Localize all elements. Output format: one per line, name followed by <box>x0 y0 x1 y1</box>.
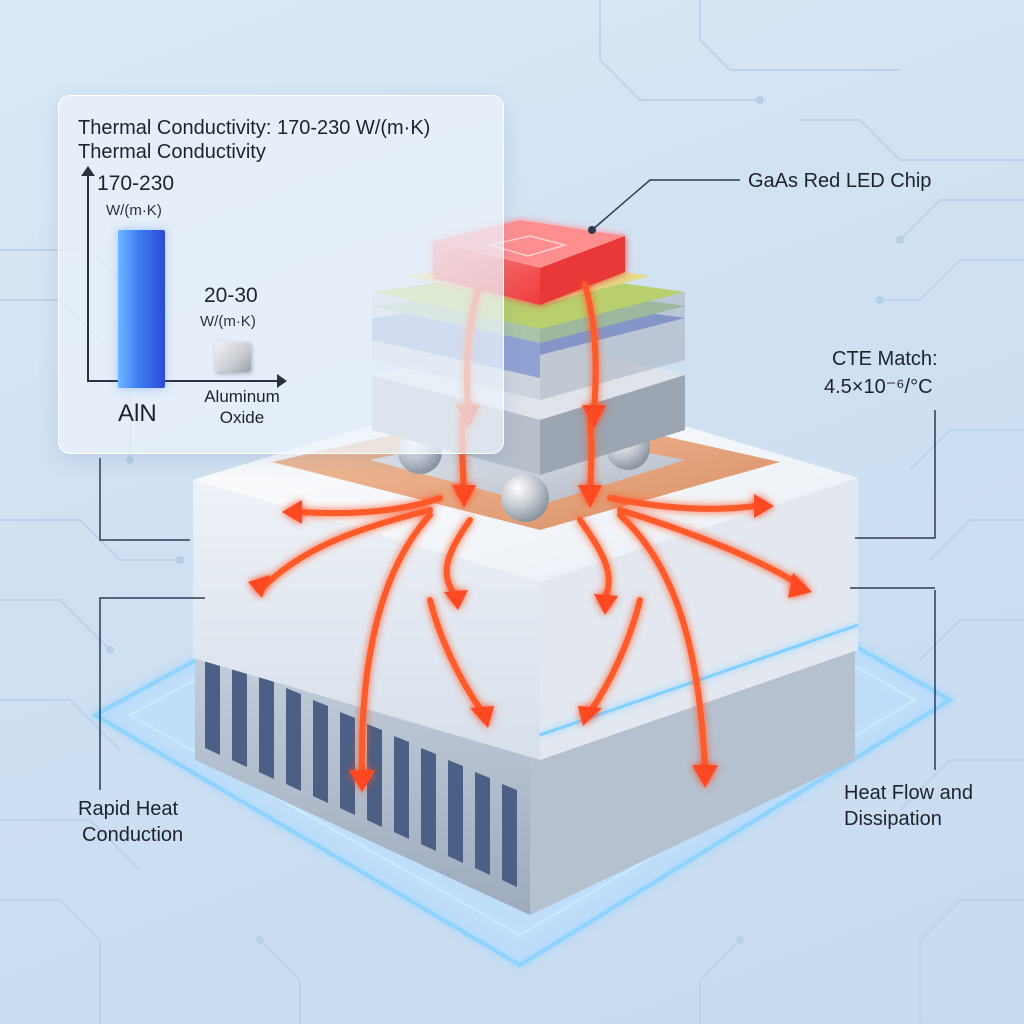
heat-flow-arrowheads <box>248 405 812 792</box>
arrow-down-2 <box>582 282 599 413</box>
category-aluminum-oxide: Aluminum Oxide <box>204 387 280 427</box>
heat-label-line2: Dissipation <box>844 808 942 830</box>
bar-aluminum-oxide <box>215 342 251 372</box>
chip-label: GaAs Red LED Chip <box>748 170 932 192</box>
bar-aln <box>118 230 165 388</box>
arrow-left-1 <box>297 495 443 517</box>
aln-unit-label: W/(m·K) <box>106 202 162 219</box>
chip-callout-line <box>591 179 740 231</box>
arrow-left-2 <box>257 507 433 593</box>
panel-subtitle: Thermal Conductivity <box>78 141 266 163</box>
rapid-label-line2: Conduction <box>82 824 184 846</box>
arrow-mid-2 <box>577 517 612 601</box>
callout-lines <box>99 179 936 790</box>
arrow-deep-left <box>358 512 433 778</box>
circuit-nodes <box>106 96 904 944</box>
arrow-deep-right <box>617 512 708 773</box>
rapid-callout-line <box>99 597 205 790</box>
chart-x-axis-arrow <box>277 374 287 388</box>
chart-x-axis <box>87 380 277 382</box>
cte-label-value: 4.5×10⁻⁶/°C <box>824 376 933 398</box>
rapid-label-line1: Rapid Heat <box>78 798 179 820</box>
arrow-down-4 <box>587 417 595 493</box>
category-aln: AlN <box>118 400 157 427</box>
aln-value-label: 170-230 <box>97 172 175 195</box>
heat-sink-fins <box>205 652 517 887</box>
chart-y-axis-arrow <box>81 166 95 176</box>
cte-label-title: CTE Match: <box>832 348 938 370</box>
arrow-right-1 <box>607 495 759 512</box>
arrow-mid-3 <box>427 597 485 715</box>
heat-label-line1: Heat Flow and <box>844 782 973 804</box>
chart-y-axis <box>87 172 89 382</box>
panel-title: Thermal Conductivity: 170-230 W/(m·K) <box>78 117 431 139</box>
arrow-right-2 <box>617 507 803 588</box>
al2o3-unit-label: W/(m·K) <box>200 313 256 330</box>
panel-callout-line <box>99 458 190 541</box>
arrow-mid-4 <box>587 597 643 715</box>
al2o3-value-label: 20-30 <box>204 284 258 307</box>
cte-callout-line <box>855 410 936 539</box>
arrow-mid-1 <box>443 517 473 598</box>
